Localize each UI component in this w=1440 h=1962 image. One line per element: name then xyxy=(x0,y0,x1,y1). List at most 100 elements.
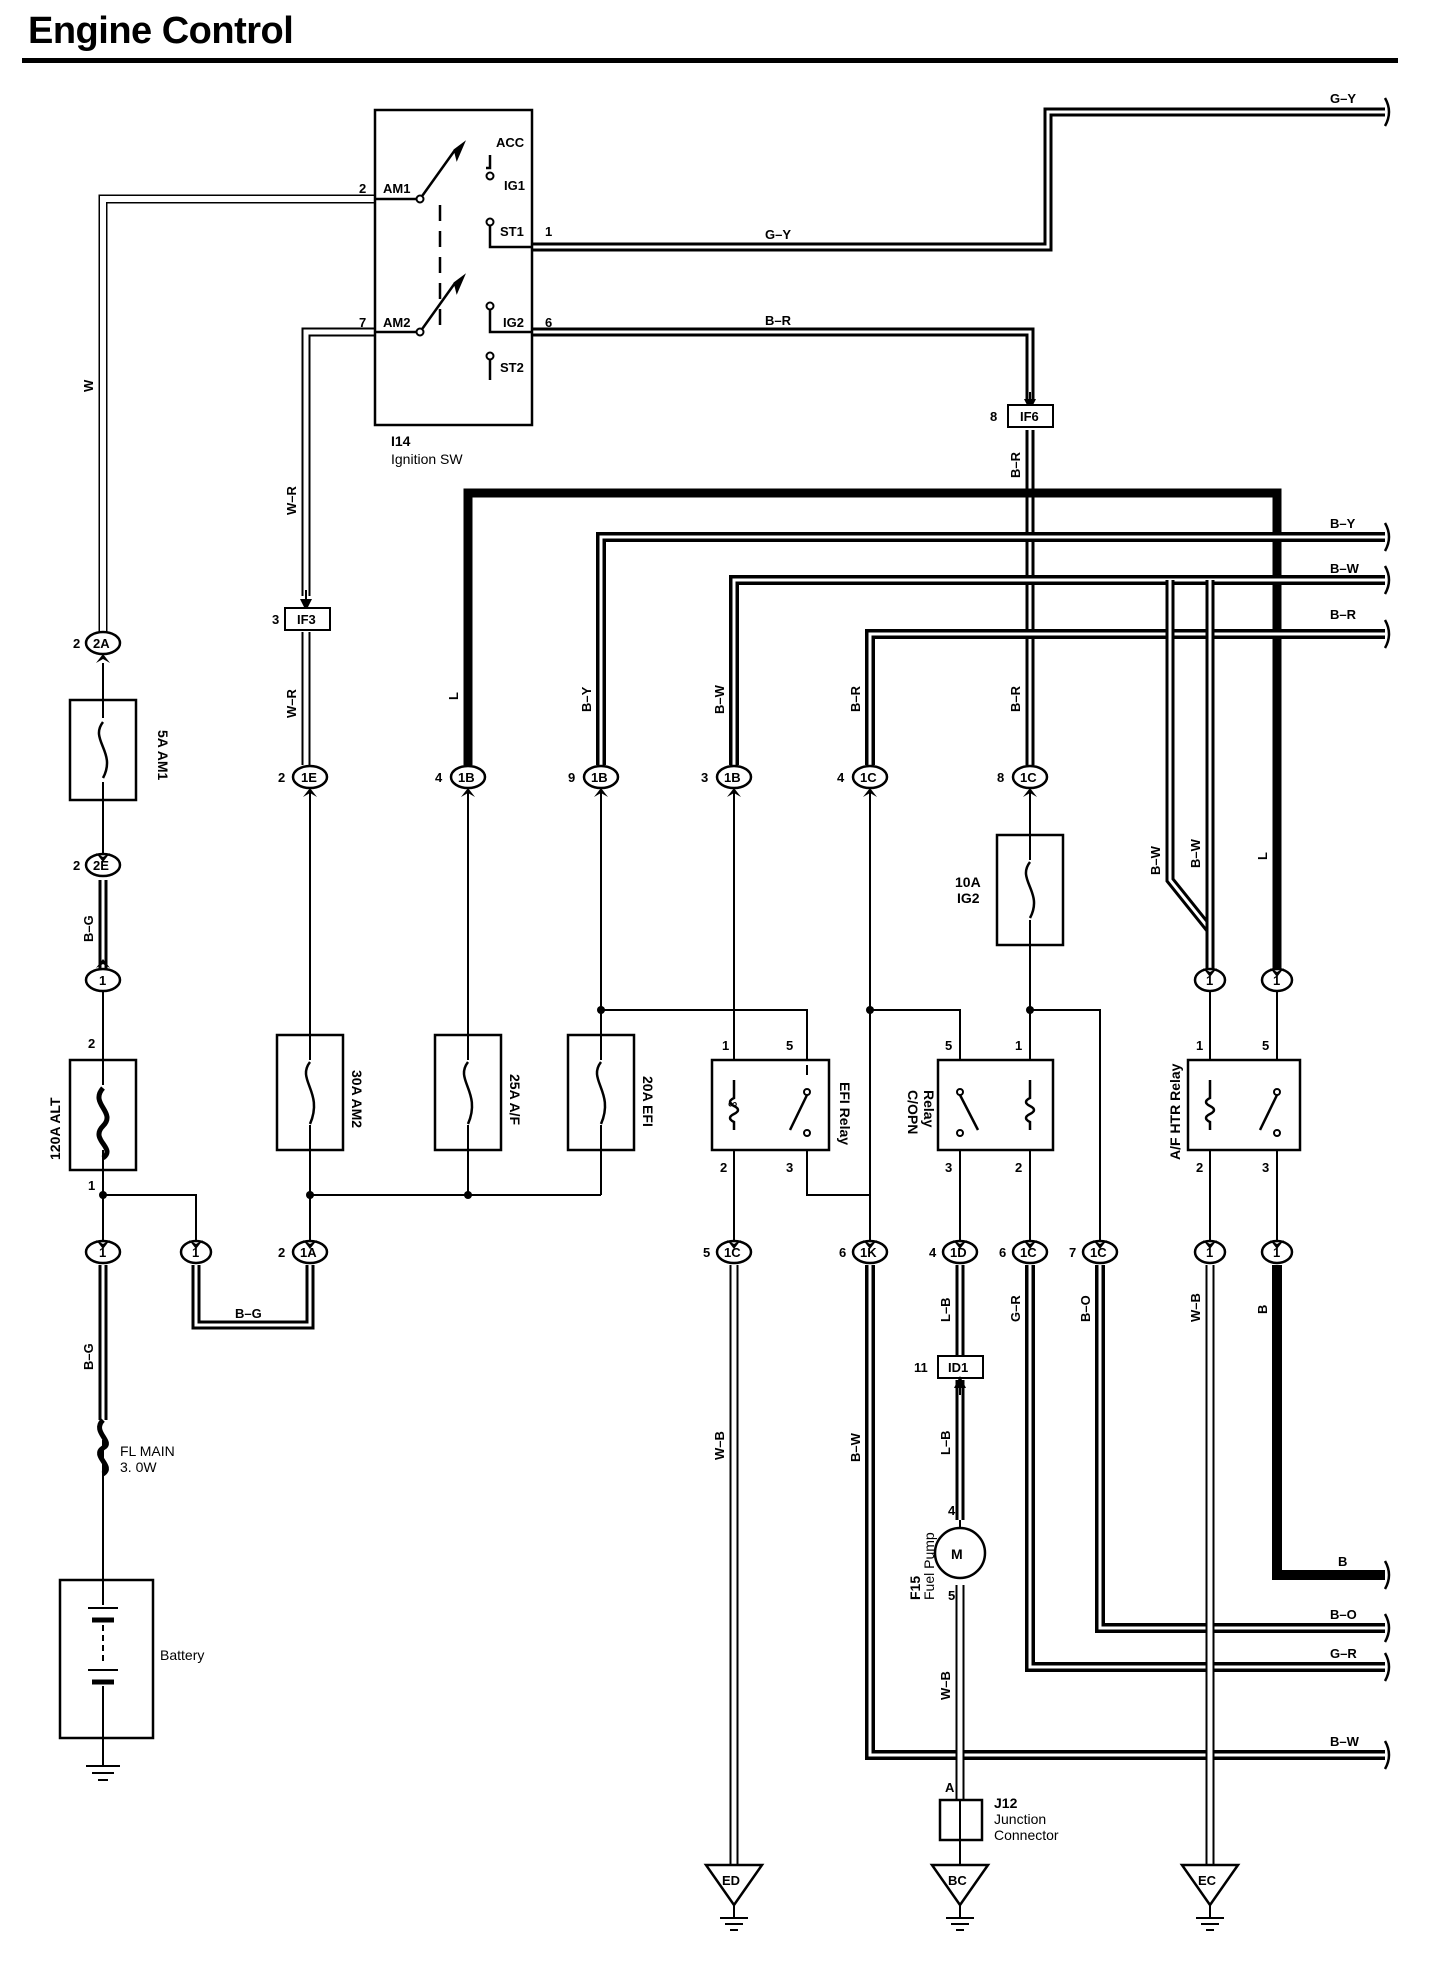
fuse-af-label: 25A A/F xyxy=(507,1074,523,1126)
svg-text:2A: 2A xyxy=(93,636,110,651)
battery-ground-icon xyxy=(86,1765,120,1781)
fuse-alt-label: 120A ALT xyxy=(47,1097,63,1160)
svg-text:1B: 1B xyxy=(724,770,741,785)
svg-text:2E: 2E xyxy=(93,858,109,873)
ground-bc-icon xyxy=(946,1905,974,1931)
svg-text:B–Y: B–Y xyxy=(579,686,594,712)
terminal-ig1: IG1 xyxy=(504,178,525,193)
fuel-pump-code: F15 xyxy=(907,1576,923,1600)
page-title: Engine Control xyxy=(28,10,294,52)
connector-if3: IF3 3 xyxy=(272,590,331,631)
svg-text:2: 2 xyxy=(278,1245,285,1260)
fuse-ig2: 10A IG2 xyxy=(955,833,1065,947)
svg-text:5: 5 xyxy=(945,1038,952,1053)
title-rule xyxy=(22,58,1398,63)
svg-text:3: 3 xyxy=(1262,1160,1269,1175)
svg-text:2: 2 xyxy=(720,1160,727,1175)
wires xyxy=(98,107,1385,1865)
terminal-st1: ST1 xyxy=(500,224,524,239)
relay-afhtr: A/F HTR Relay 1 5 2 3 xyxy=(1167,1038,1302,1175)
terminal-am1: AM1 xyxy=(383,181,410,196)
svg-text:B–R: B–R xyxy=(1330,607,1357,622)
relay-copn: C/OPN Relay 5 1 3 2 xyxy=(905,1038,1055,1175)
battery-label: Battery xyxy=(160,1647,204,1663)
svg-text:1E: 1E xyxy=(301,770,317,785)
svg-text:2: 2 xyxy=(1196,1160,1203,1175)
svg-text:3: 3 xyxy=(945,1160,952,1175)
svg-text:4: 4 xyxy=(929,1245,937,1260)
svg-text:2: 2 xyxy=(73,858,80,873)
wire-bw-htr xyxy=(1165,580,1215,970)
ground-ec-icon xyxy=(1196,1905,1224,1931)
svg-text:4: 4 xyxy=(837,770,845,785)
fuse-fl-main-2: 3. 0W xyxy=(120,1459,157,1475)
fuse-ig2-amp: 10A xyxy=(955,874,981,890)
junction-1d: 1D 4 xyxy=(929,1239,979,1265)
terminal-ig2: IG2 xyxy=(503,315,524,330)
svg-text:1: 1 xyxy=(1206,1245,1213,1260)
svg-text:9: 9 xyxy=(568,770,575,785)
svg-text:ED: ED xyxy=(722,1873,740,1888)
junction-1e: 1E 2 xyxy=(278,764,329,790)
relay-copn-label-1: C/OPN xyxy=(905,1090,921,1134)
svg-text:B–Y: B–Y xyxy=(1330,516,1356,531)
junction-1b-bw: 1B 3 xyxy=(701,764,753,790)
svg-text:1C: 1C xyxy=(1020,770,1037,785)
junction-connector-j12: A J12 Junction Connector xyxy=(938,1780,1059,1843)
wire-gr xyxy=(1025,1265,1385,1672)
wire-bo xyxy=(1095,1265,1385,1633)
svg-text:8: 8 xyxy=(997,770,1004,785)
svg-text:L: L xyxy=(1255,852,1270,860)
wire-breaks xyxy=(1383,97,1391,1770)
svg-text:1: 1 xyxy=(1273,1245,1280,1260)
ground-ec: EC xyxy=(1179,1863,1241,1931)
relay-efi-label: EFI Relay xyxy=(837,1082,853,1145)
connector-id1: ID1 11 xyxy=(914,1355,984,1395)
junction-1-a: 1 xyxy=(84,967,122,993)
connector-if6: IF6 8 xyxy=(990,392,1054,428)
terminal-st2: ST2 xyxy=(500,360,524,375)
svg-text:1B: 1B xyxy=(458,770,475,785)
svg-text:B–O: B–O xyxy=(1330,1607,1357,1622)
svg-text:B–W: B–W xyxy=(1330,561,1360,576)
svg-text:W–R: W–R xyxy=(284,486,299,516)
svg-text:∞: ∞ xyxy=(728,1096,737,1111)
svg-text:5: 5 xyxy=(948,1588,955,1603)
ground-ed: ED xyxy=(703,1863,765,1931)
fuse-am2: 30A AM2 xyxy=(275,1033,365,1152)
switch-code: I14 xyxy=(391,433,411,449)
pin-ig2: 6 xyxy=(545,315,552,330)
wire-br-right xyxy=(865,629,1385,765)
ground-ed-icon xyxy=(720,1905,748,1931)
junction-1a: 1A 2 xyxy=(278,1239,329,1265)
svg-text:1K: 1K xyxy=(860,1245,877,1260)
relay-copn-label-2: Relay xyxy=(921,1090,937,1128)
svg-text:B–G: B–G xyxy=(235,1306,262,1321)
wire-w xyxy=(98,194,375,643)
fuse-am2-label: 30A AM2 xyxy=(349,1070,365,1128)
svg-text:1: 1 xyxy=(1206,973,1213,988)
svg-text:1: 1 xyxy=(1273,973,1280,988)
pin-am1: 2 xyxy=(359,181,366,196)
junction-1-c: 1 xyxy=(179,1239,213,1265)
svg-text:B–W: B–W xyxy=(848,1432,863,1462)
arrow-markers xyxy=(96,654,1284,1249)
svg-text:G–Y: G–Y xyxy=(765,227,791,242)
svg-text:5: 5 xyxy=(703,1245,710,1260)
fuse-fl-main: FL MAIN 3. 0W xyxy=(97,1418,175,1477)
svg-text:W–B: W–B xyxy=(1188,1293,1203,1322)
junction-1c-7: 1C 7 xyxy=(1069,1239,1119,1265)
svg-text:4: 4 xyxy=(435,770,443,785)
svg-text:W–B: W–B xyxy=(712,1431,727,1460)
wire-bg xyxy=(98,880,315,1420)
junction-1b-by: 1B 9 xyxy=(568,764,620,790)
junction-1c-5: 1C 5 xyxy=(703,1239,753,1265)
fuel-pump: M 4 5 F15 Fuel Pump xyxy=(907,1503,987,1603)
fuse-ig2-name: IG2 xyxy=(957,890,980,906)
fuse-efi-label: 20A EFI xyxy=(640,1076,656,1127)
battery: Battery xyxy=(58,1578,204,1781)
if6-pin: 8 xyxy=(990,409,997,424)
svg-text:B–R: B–R xyxy=(765,313,792,328)
wire-gy xyxy=(532,107,1385,252)
